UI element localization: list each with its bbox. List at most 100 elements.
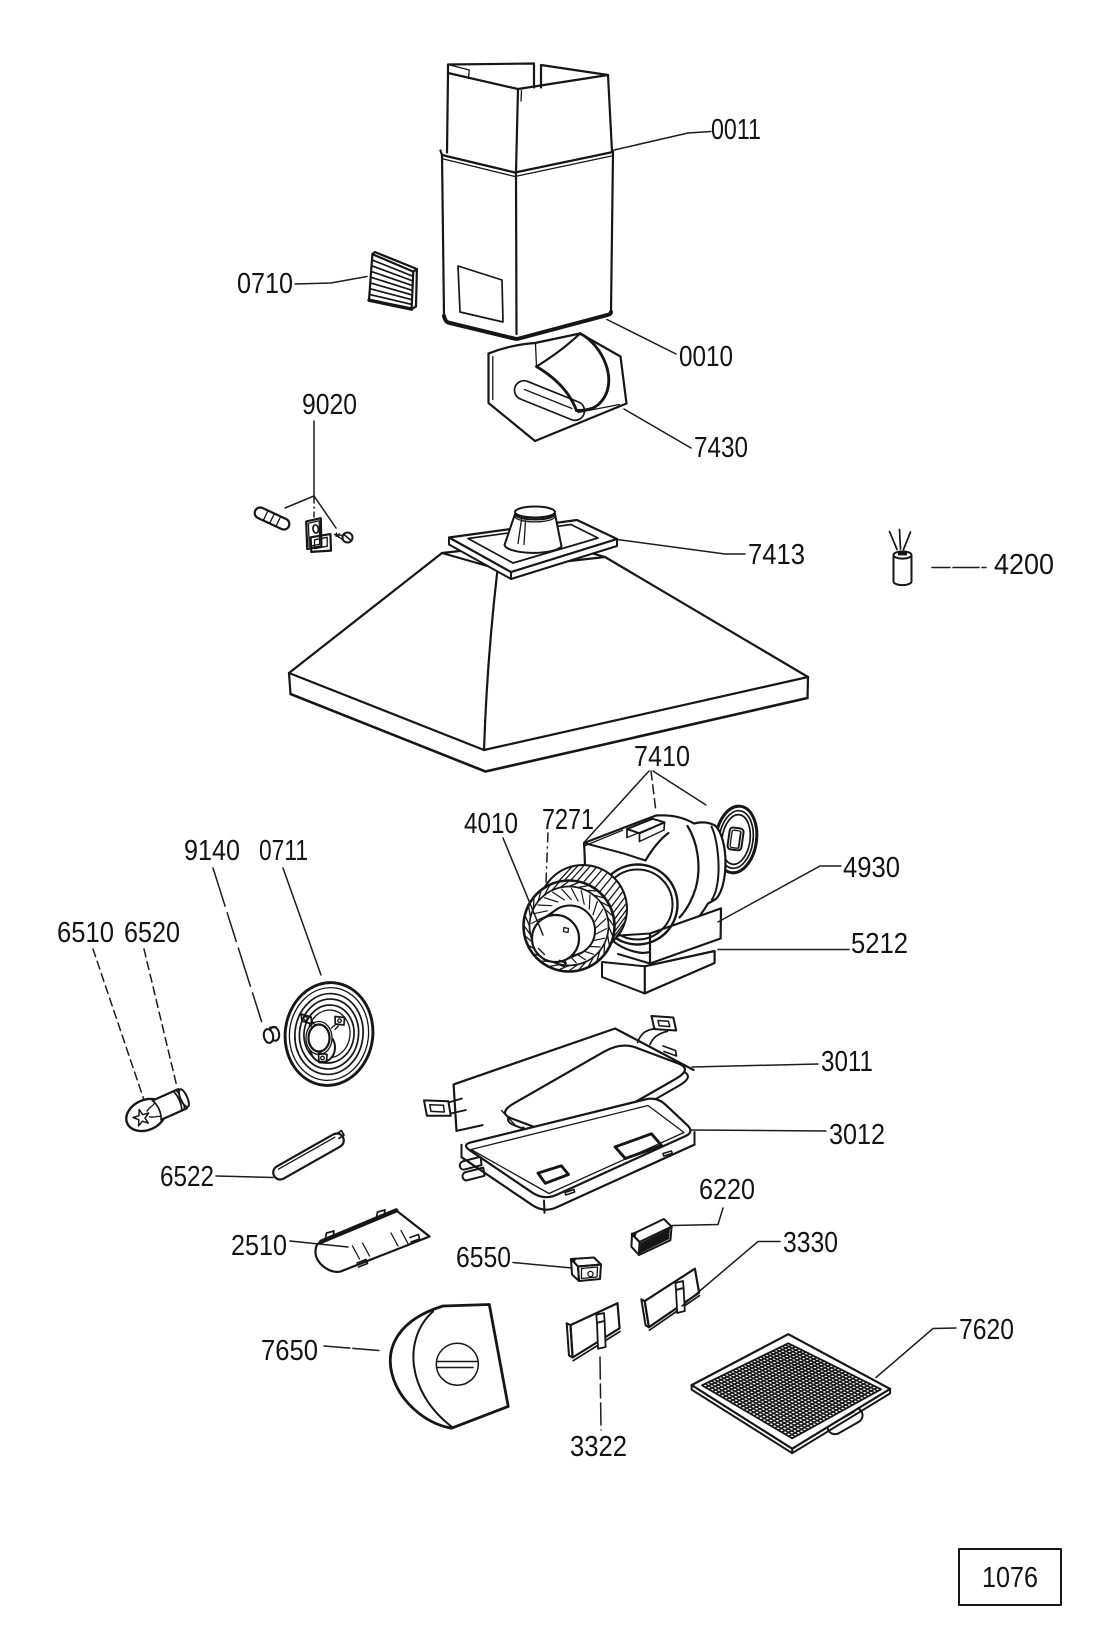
part-drawing-filter-latch-3330-stroke-3 <box>648 1294 701 1332</box>
part-drawing-motor-blower-7410-stroke-3 <box>678 824 700 919</box>
part-drawing-chimney-upper-0011-stroke-5 <box>520 89 523 102</box>
part-drawing-air-deflector-7430-stroke-2 <box>487 332 582 355</box>
part-label-3011: 3011 <box>821 1046 873 1078</box>
part-drawing-bottom-tray-3012-stroke-9 <box>564 1150 673 1196</box>
part-label-5212: 5212 <box>851 928 908 960</box>
part-label-7620: 7620 <box>959 1314 1014 1346</box>
part-drawing-filter-latch-3322-stroke-5 <box>596 1320 607 1350</box>
fan-wheel-7271-stroke-5 <box>522 879 616 973</box>
part-drawing-bulb-6510-holder-6520-stroke-4 <box>151 1099 163 1121</box>
motor-flange-disc-stroke-6 <box>737 830 742 850</box>
leader-3330 <box>681 1240 781 1307</box>
leader-9140 <box>212 867 264 1027</box>
part-drawing-air-deflector-7430-stroke-3 <box>492 343 538 401</box>
part-drawing-fixing-kit-9020-stroke-1 <box>253 506 291 531</box>
leader-7620 <box>875 1327 957 1379</box>
leader-2510 <box>289 1240 349 1248</box>
part-drawing-filter-latch-3322-stroke-2 <box>565 1322 574 1359</box>
part-drawing-motor-blower-7410 <box>522 804 759 995</box>
part-drawing-lamp-ring-0711-circle-14 <box>337 1018 342 1024</box>
leader-6220 <box>671 1207 724 1227</box>
part-drawing-top-frame-7413-stroke-5 <box>503 513 563 554</box>
part-label-4200: 4200 <box>994 549 1054 581</box>
leader-0010 <box>606 318 677 355</box>
part-drawing-filter-latch-3330 <box>640 1267 701 1332</box>
part-drawing-air-deflector-7430-stroke-1 <box>487 332 628 443</box>
part-drawing-lamp-ring-0711-stroke-15 <box>330 1024 340 1031</box>
part-drawing-glass-panel-2510-stroke-5 <box>356 1258 369 1268</box>
leader-lines <box>92 130 987 1431</box>
part-drawing-chimney-lower-0010-stroke-4 <box>440 150 615 336</box>
leader-3322 <box>599 1356 602 1431</box>
part-drawing-glass-panel-2510-stroke-3 <box>324 1209 386 1241</box>
part-drawing-bottom-tray-3012-stroke-3 <box>464 1097 692 1199</box>
part-label-6550: 6550 <box>456 1242 511 1274</box>
part-drawing-lamp-ring-0711 <box>283 981 375 1087</box>
part-drawing-hood-canopy-stroke-5 <box>287 671 810 700</box>
part-drawing-bottom-tray-3012 <box>458 1097 696 1214</box>
filter-mesh <box>704 1344 879 1438</box>
part-label-6520: 6520 <box>124 917 180 949</box>
part-drawing-switch-6550 <box>569 1256 602 1282</box>
part-drawing-bulb-6510-holder-6520-stroke-3 <box>151 1088 188 1121</box>
part-label-9020: 9020 <box>302 389 357 421</box>
part-label-0011: 0011 <box>711 114 761 146</box>
part-drawing-switch-6550-stroke-6 <box>569 1257 577 1264</box>
part-drawing-hood-canopy <box>287 539 810 773</box>
lamp-ring-concentric-rings <box>283 981 375 1087</box>
leader-7410 <box>583 770 707 844</box>
leader-7413 <box>616 538 746 555</box>
leader-0710 <box>294 275 368 285</box>
part-drawing-terminal-block-6220-circle-5 <box>662 1233 669 1240</box>
fan-wheel-7271-stroke-2 <box>557 864 628 946</box>
part-drawing-chimney-upper-0011-stroke-3 <box>447 63 470 80</box>
part-labels: 0011 0710 0010 7430 9020 7413 4200 7410 … <box>57 114 1054 1463</box>
part-drawing-vent-grille-0710 <box>367 250 418 311</box>
part-drawing-air-deflector-7430-stroke-5 <box>523 388 573 410</box>
part-drawing-bottom-tray-3012-stroke-7 <box>613 1132 664 1160</box>
part-drawing-blower-cover-7650-stroke-4 <box>436 1360 479 1369</box>
part-drawing-capacitor-4200 <box>888 528 913 587</box>
leader-7410-center <box>650 770 657 813</box>
part-drawing-bulb-6510-holder-6520-stroke-7 <box>132 1108 150 1127</box>
part-drawing-bottom-tray-3012-stroke-4 <box>470 1104 685 1195</box>
support-plate-5212-stroke-2 <box>601 961 646 995</box>
part-drawing-fixing-kit-9020-stroke-2 <box>262 509 282 527</box>
part-drawing-bottom-tray-3012-stroke-8 <box>536 1164 570 1185</box>
part-drawing-air-deflector-7430-stroke-9 <box>577 403 621 414</box>
motor-hub-4010-stroke-6 <box>537 947 546 956</box>
part-drawing-lamp-ring-0711-ellipse-2 <box>288 986 370 1082</box>
leader-7271 <box>545 832 549 883</box>
part-drawing-terminal-block-6220 <box>630 1218 673 1256</box>
part-drawing-motor-blower-7410-stroke-6 <box>583 829 624 847</box>
part-drawing-lamp-box-3011-stroke-2 <box>455 1124 484 1132</box>
part-drawing-filter-latch-3330-stroke-5 <box>675 1287 686 1314</box>
page-number: 1076 <box>982 1562 1038 1594</box>
part-drawing-air-deflector-7430-stroke-6 <box>535 332 582 368</box>
part-drawing-blower-cover-7650-circle-3 <box>435 1342 480 1386</box>
part-drawing-fixing-kit-9020-stroke-11 <box>335 532 340 539</box>
part-drawing-air-deflector-7430-stroke-7 <box>575 332 611 412</box>
part-drawing-vent-grille-0710-stroke-2 <box>371 250 418 311</box>
part-drawing-blower-cover-7650-stroke-1 <box>389 1303 510 1430</box>
page-number-box: 1076 <box>958 1548 1062 1606</box>
part-drawing-lamp-ring-0711-stroke-12 <box>308 1020 316 1028</box>
part-label-4930: 4930 <box>843 852 900 884</box>
part-drawing-glass-panel-2510-stroke-4 <box>409 1233 421 1243</box>
part-drawing-top-frame-7413-ellipse-6 <box>514 505 556 519</box>
leader-3012 <box>689 1129 827 1132</box>
part-label-3330: 3330 <box>783 1227 838 1259</box>
part-drawing-capacitor-4200-stroke-2 <box>892 555 913 587</box>
part-drawing-hood-canopy-stroke-2 <box>287 551 810 679</box>
part-drawing-air-deflector-7430 <box>487 332 628 443</box>
part-drawing-hood-canopy-stroke-6 <box>289 692 809 773</box>
part-drawing-lamp-ring-0711-ellipse-3 <box>294 992 364 1076</box>
leader-7430 <box>623 408 692 449</box>
part-drawing-bottom-tray-3012-stroke-6 <box>460 1131 696 1214</box>
part-drawing-bottom-tray-3012-stroke-2 <box>461 1166 486 1182</box>
part-drawing-lamp-box-3011-stroke-8 <box>447 1097 467 1115</box>
part-drawing-chimney-upper-0011-stroke-4 <box>445 71 614 174</box>
motor-hub-4010-circle-3 <box>530 913 581 964</box>
